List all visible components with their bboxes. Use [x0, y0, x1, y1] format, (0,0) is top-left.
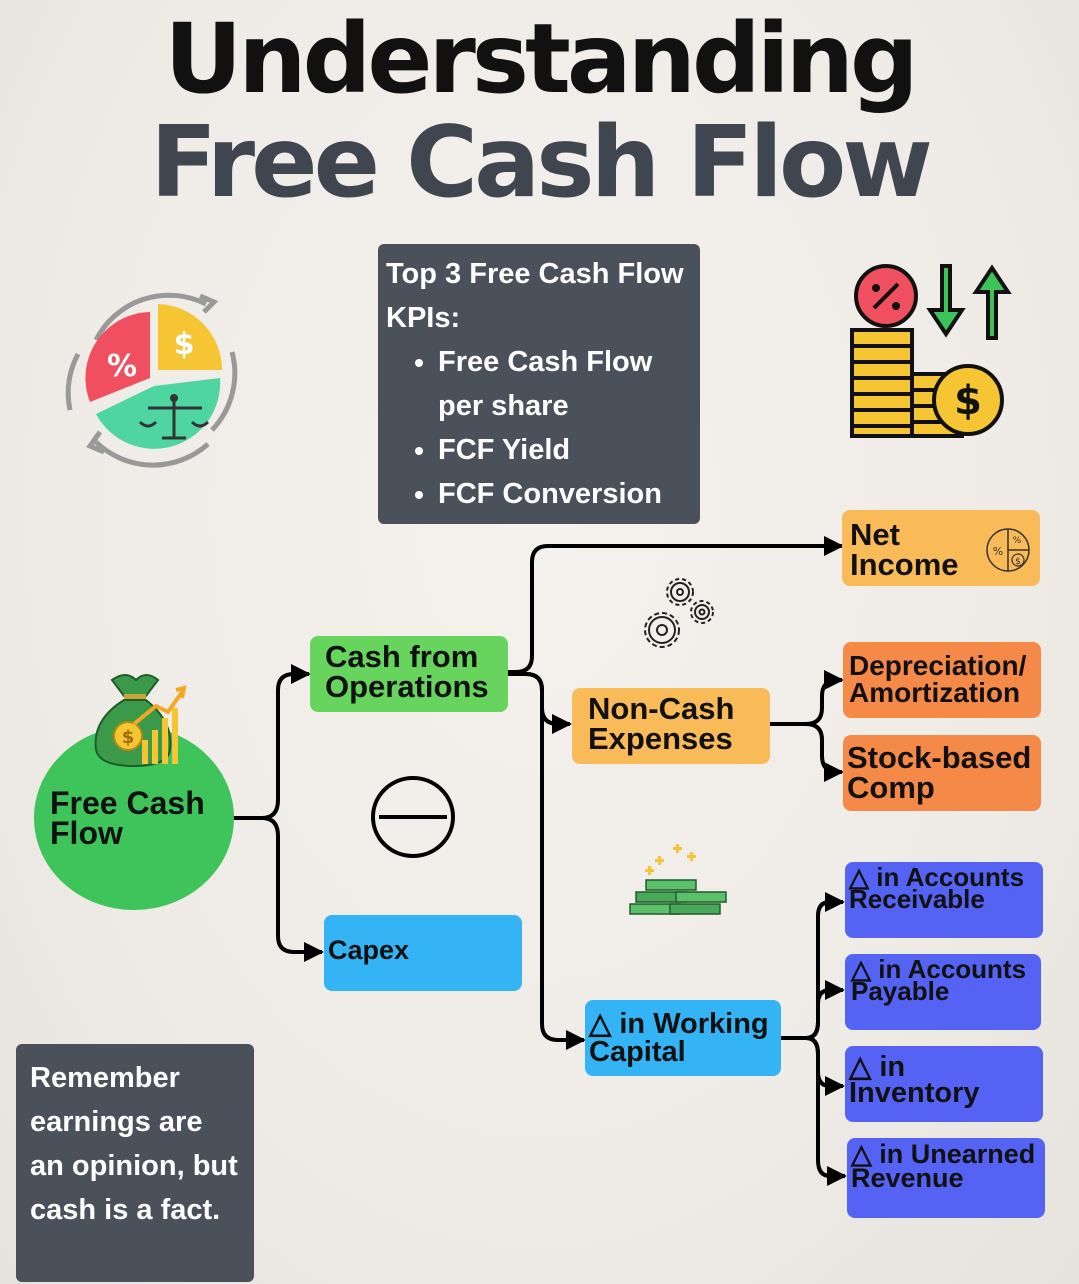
- title-line-2: Free Cash Flow: [150, 106, 933, 220]
- working-capital-label: △ in Working Capital: [589, 1008, 769, 1069]
- svg-text:$: $: [174, 327, 195, 362]
- depreciation-amortization-label: Depreciation/ Amortization: [849, 650, 1027, 709]
- edge-noncash-sbc: [805, 722, 844, 782]
- kpi-item: FCF Yield: [438, 428, 694, 472]
- money-bag-icon: $: [94, 674, 187, 768]
- svg-text:$: $: [1015, 557, 1021, 567]
- cash-from-operations-label: Cash from Operations: [325, 639, 489, 705]
- depreciation-amortization-node: Depreciation/ Amortization: [843, 642, 1041, 718]
- svg-text:%: %: [1013, 536, 1022, 546]
- kpi-item: Free Cash Flow per share: [438, 340, 694, 428]
- gears-icon: [644, 578, 714, 648]
- minus-circle-icon: [371, 776, 455, 858]
- kpi-heading: Top 3 Free Cash Flow KPIs:: [386, 258, 684, 334]
- accounts-receivable-node: △ in Accounts Receivable: [845, 862, 1043, 938]
- percent-dollar-icon: % % $: [986, 528, 1030, 572]
- edge-wc-ur: [805, 1036, 847, 1186]
- working-capital-node: △ in Working Capital: [585, 1000, 781, 1076]
- title-line-1: Understanding: [164, 3, 918, 115]
- non-cash-expenses-node: Non-Cash Expenses: [572, 688, 770, 764]
- edge-fcf-cfo: [232, 664, 311, 820]
- svg-text:%: %: [993, 545, 1003, 558]
- svg-text:$: $: [954, 378, 982, 424]
- quote-box: Remember earnings are an opinion, but ca…: [16, 1044, 254, 1282]
- svg-text:$: $: [122, 727, 135, 748]
- kpi-item: FCF Conversion: [438, 472, 694, 516]
- edge-fcf-capex: [261, 816, 324, 962]
- edge-wc-ap: [805, 980, 845, 1040]
- edge-cfo-wc: [525, 672, 586, 1050]
- non-cash-expenses-label: Non-Cash Expenses: [588, 691, 735, 757]
- accounts-payable-node: △ in Accounts Payable: [845, 954, 1041, 1030]
- svg-text:%: %: [107, 349, 137, 384]
- capex-label: Capex: [328, 935, 410, 965]
- edge-noncash-da: [770, 670, 844, 726]
- accounts-payable-label: △ in Accounts Payable: [851, 954, 1027, 1006]
- accounts-receivable-label: △ in Accounts Receivable: [849, 862, 1025, 914]
- edge-cfo-netincome: [508, 536, 844, 674]
- net-income-label: Net Income: [850, 517, 959, 583]
- stock-based-comp-node: Stock-based Comp: [843, 735, 1041, 811]
- coins-arrows-icon: $: [850, 264, 1012, 438]
- free-cash-flow-label: Free Cash Flow: [50, 785, 205, 851]
- stock-based-comp-label: Stock-based Comp: [847, 740, 1032, 806]
- inventory-node: △ in Inventory: [845, 1046, 1043, 1122]
- net-income-node: Net Income: [842, 510, 1040, 586]
- unearned-revenue-label: △ in Unearned Revenue: [851, 1139, 1036, 1193]
- inventory-label: △ in Inventory: [849, 1051, 980, 1109]
- unearned-revenue-node: △ in Unearned Revenue: [847, 1138, 1045, 1218]
- pie-cycle-icon: % $: [65, 292, 238, 468]
- cash-from-operations-node: Cash from Operations: [310, 636, 508, 712]
- money-stack-icon: [629, 844, 727, 915]
- kpi-box: Top 3 Free Cash Flow KPIs: Free Cash Flo…: [378, 244, 700, 524]
- capex-node: Capex: [324, 915, 522, 991]
- edge-wc-inv: [805, 1036, 845, 1096]
- edge-wc-ar: [780, 892, 845, 1040]
- quote-text: Remember earnings are an opinion, but ca…: [30, 1062, 238, 1226]
